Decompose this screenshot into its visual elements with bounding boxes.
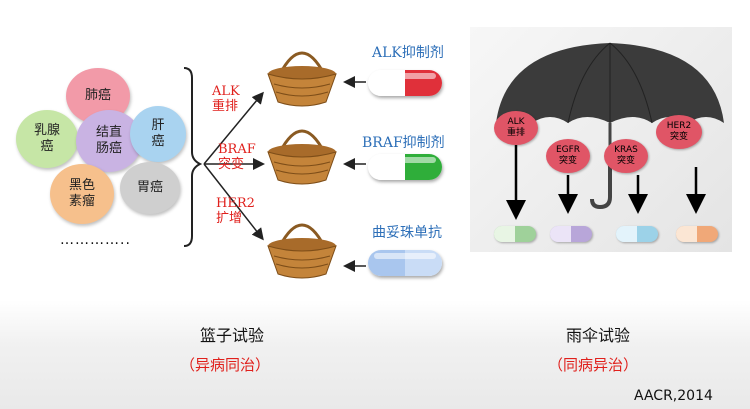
mini-pill-egfr (550, 226, 592, 242)
alteration-label-her2: HER2 扩增 (216, 196, 255, 226)
ellipsis-text: ………….. (60, 232, 131, 248)
gene-circle-her2: HER2 突变 (656, 115, 702, 149)
pill-trastuzumab (368, 250, 442, 276)
gene-circle-alk: ALK 重排 (494, 111, 538, 145)
arrow-to-basket-1 (203, 91, 264, 165)
cancer-label: 肺癌 (84, 88, 111, 103)
mini-pill-kras (616, 226, 658, 242)
basket-trial-subtitle: （异病同治） (180, 356, 271, 374)
cancer-circle-melanoma: 黑色 素瘤 (50, 164, 114, 224)
pill-braf-inhibitor (368, 154, 442, 180)
citation: AACR,2014 (634, 388, 713, 404)
cancer-label: 结直 肠癌 (95, 125, 122, 156)
gene-circle-egfr: EGFR 突变 (546, 139, 590, 173)
cancer-label: 肝 癌 (151, 118, 165, 149)
pill-arrows (343, 76, 366, 272)
drug-label-braf: BRAF抑制剂 (362, 135, 445, 151)
arrow-to-basket-3 (203, 163, 264, 241)
mini-pill-her2 (676, 226, 718, 242)
bottom-band (0, 300, 750, 409)
umbrella-icon (496, 42, 724, 220)
basket-icon-2 (267, 129, 337, 185)
mini-pill-alk (494, 226, 536, 242)
basket-connectors (183, 67, 265, 247)
alteration-label-braf: BRAF 突变 (218, 142, 256, 172)
alteration-label-alk: ALK 重排 (212, 84, 240, 114)
cancer-circle-gastric: 胃癌 (120, 162, 180, 214)
gene-circle-kras: KRAS 突变 (604, 139, 648, 173)
brace (183, 67, 203, 247)
basket-icon-1 (267, 51, 337, 107)
umbrella-trial-subtitle: （同病异治） (548, 356, 639, 374)
cancer-circle-breast: 乳腺 癌 (16, 110, 78, 168)
pill-alk-inhibitor (368, 70, 442, 96)
umbrella-trial-title: 雨伞试验 (566, 326, 631, 345)
cancer-label: 黑色 素瘤 (68, 178, 95, 209)
drug-label-alk: ALK抑制剂 (372, 45, 444, 61)
cancer-label: 乳腺 癌 (33, 123, 60, 154)
basket-icon-3 (267, 223, 337, 279)
basket-trial-title: 篮子试验 (200, 326, 265, 345)
cancer-circle-liver: 肝 癌 (130, 106, 186, 162)
cancer-label: 胃癌 (136, 180, 163, 195)
umbrella-panel: ALK 重排 EGFR 突变 KRAS 突变 HER2 突变 (470, 27, 732, 252)
drug-label-trastuzumab: 曲妥珠单抗 (372, 225, 442, 241)
